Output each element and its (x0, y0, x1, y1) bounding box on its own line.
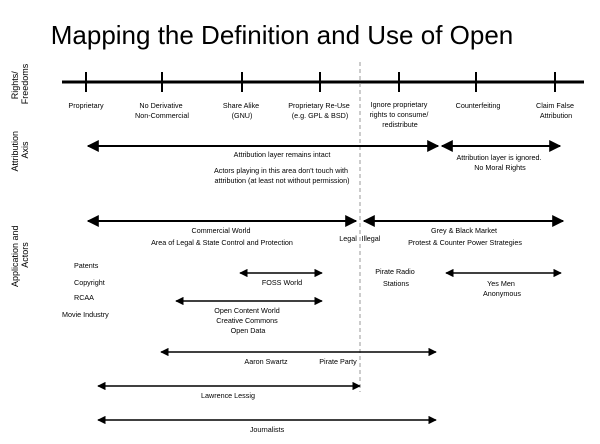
pirate-radio-label: Pirate Radio Stations (375, 267, 417, 288)
attribution-intact-label: Attribution layer remains intact (234, 150, 331, 159)
list-item-patents: Patents (74, 261, 99, 270)
rights-label-no-derivative: No Derivative Non-Commercial (135, 101, 189, 120)
list-item-rcaa: RCAA (74, 293, 94, 302)
attribution-ignored-label: Attribution layer is ignored. No Moral R… (456, 153, 543, 172)
rights-label-share-alike: Share Alike (GNU) (223, 101, 261, 120)
page-title: Mapping the Definition and Use of Open (51, 20, 514, 50)
side-label-rights: Rights/ Freedoms (10, 63, 30, 104)
pirate-party-label: Pirate Party (319, 357, 357, 366)
foss-label: FOSS World (262, 278, 302, 287)
illegal-label: Illegal (362, 234, 381, 243)
side-label-application: Application and Actors (10, 223, 30, 287)
grey-market-label: Grey & Black Market Protest & Counter Po… (408, 226, 522, 247)
list-item-copyright: Copyright (74, 278, 105, 287)
rights-label-counterfeiting: Counterfeiting (456, 101, 501, 110)
side-label-attribution: Attribution Axis (10, 128, 30, 171)
lessig-label: Lawrence Lessig (201, 391, 255, 400)
rights-label-proprietary: Proprietary (68, 101, 104, 110)
yes-men-label: Yes Men Anonymous (483, 279, 521, 298)
open-content-label: Open Content World Creative Commons Open… (214, 306, 281, 335)
rights-label-ignore-proprietary: Ignore proprietary rights to consume/ re… (370, 100, 431, 129)
rights-label-proprietary-reuse: Proprietary Re-Use (e.g. GPL & BSD) (288, 101, 352, 120)
journalists-label: Journalists (250, 425, 285, 434)
commercial-world-label: Commercial World Area of Legal & State C… (151, 226, 293, 247)
attribution-actors-note: Actors playing in this area don't touch … (214, 166, 350, 185)
legal-label: Legal (339, 234, 357, 243)
aaron-swartz-label: Aaron Swartz (244, 357, 288, 366)
rights-label-claim-false: Claim False Attribution (536, 101, 576, 120)
list-item-movie-industry: Movie Industry (62, 310, 109, 319)
